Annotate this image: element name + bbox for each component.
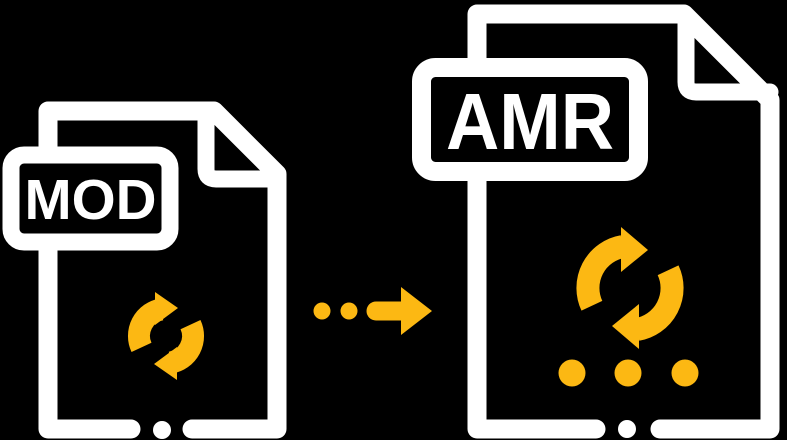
sync-arrowhead-bottom — [612, 304, 639, 349]
sync-arrowhead-bottom — [154, 347, 177, 380]
target-file-icon: AMR — [412, 4, 780, 439]
source-label-box — [2, 146, 179, 251]
arrow-trail-dot-1 — [313, 302, 331, 320]
target-sync-icon — [576, 227, 684, 349]
source-file-icon: MOD — [2, 101, 287, 439]
target-label-text: AMR — [446, 77, 614, 166]
sync-arrowhead-top — [155, 292, 178, 325]
target-folded-corner — [677, 12, 779, 101]
conversion-arrow — [313, 287, 432, 335]
ellipsis-dot-1 — [558, 359, 586, 387]
target-file-label: AMR — [412, 58, 648, 181]
source-file-label: MOD — [2, 146, 179, 251]
target-bottom-dot — [618, 420, 636, 438]
target-ellipsis-dots — [558, 359, 699, 387]
source-sync-icon — [127, 292, 205, 380]
sync-arrowhead-top — [621, 227, 648, 272]
sync-arc-right — [634, 265, 684, 341]
ellipsis-dot-3 — [671, 359, 699, 387]
source-document-outline — [38, 101, 287, 439]
source-bottom-dot — [153, 421, 171, 439]
source-label-text: MOD — [25, 168, 157, 232]
source-folded-corner — [197, 108, 286, 188]
arrow-head — [401, 287, 432, 335]
ellipsis-dot-2 — [614, 359, 642, 387]
sync-arc-left — [576, 235, 626, 311]
arrow-trail-dot-2 — [340, 302, 358, 320]
target-label-box — [412, 58, 648, 181]
